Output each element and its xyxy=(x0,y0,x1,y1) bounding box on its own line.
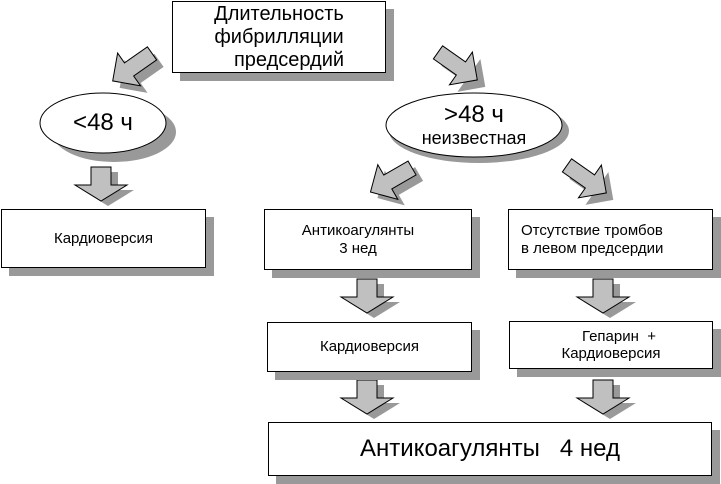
box-label-line1: Отсутствие тромбов xyxy=(521,222,663,240)
title-line: фибрилляции xyxy=(214,25,344,48)
heparin-cardioversion-box: Гепарин + Кардиоверсия xyxy=(509,321,713,369)
arrow-down-icon xyxy=(340,278,400,318)
arrow-down-icon xyxy=(74,166,134,206)
box-label-line1: Гепарин + xyxy=(581,327,656,345)
box-label: Кардиоверсия xyxy=(319,338,420,356)
arrow-down-right-icon xyxy=(555,148,625,217)
title-box: Длительность фибрилляции предсердий xyxy=(172,1,386,73)
oval-label-line1: >48 ч xyxy=(444,100,504,128)
anticoagulants-4-weeks-box: Антикоагулянты 4 нед xyxy=(268,422,712,476)
arrow-down-icon xyxy=(576,379,636,419)
oval-more-48-label: >48 ч неизвестная xyxy=(386,93,562,157)
box-label: Антикоагулянты 4 нед xyxy=(360,435,620,463)
oval-more-48 xyxy=(385,92,563,158)
box-label: Кардиоверсия xyxy=(53,229,154,247)
oval-less-48 xyxy=(39,92,167,154)
box-label-line2: 3 нед xyxy=(339,239,377,257)
oval-label: <48 ч xyxy=(73,109,133,137)
cardioversion-box-middle: Кардиоверсия xyxy=(267,322,472,372)
anticoagulants-3-weeks-box: Антикоагулянты 3 нед xyxy=(264,209,472,270)
title-line: предсердий xyxy=(233,48,345,71)
oval-label-line2: неизвестная xyxy=(421,128,527,149)
box-label-line2: Кардиоверсия xyxy=(561,345,661,362)
oval-less-48-label: <48 ч xyxy=(40,93,166,153)
cardioversion-box-left: Кардиоверсия xyxy=(1,209,206,268)
title-line: Длительность xyxy=(214,2,344,25)
box-label-line2: в левом предсердии xyxy=(521,239,664,257)
arrow-down-icon xyxy=(576,278,636,318)
arrow-down-left-icon xyxy=(359,150,430,216)
arrow-down-icon xyxy=(340,379,400,419)
no-thrombi-box: Отсутствие тромбов в левом предсердии xyxy=(508,209,713,270)
box-label-line1: Антикоагулянты xyxy=(301,222,415,240)
